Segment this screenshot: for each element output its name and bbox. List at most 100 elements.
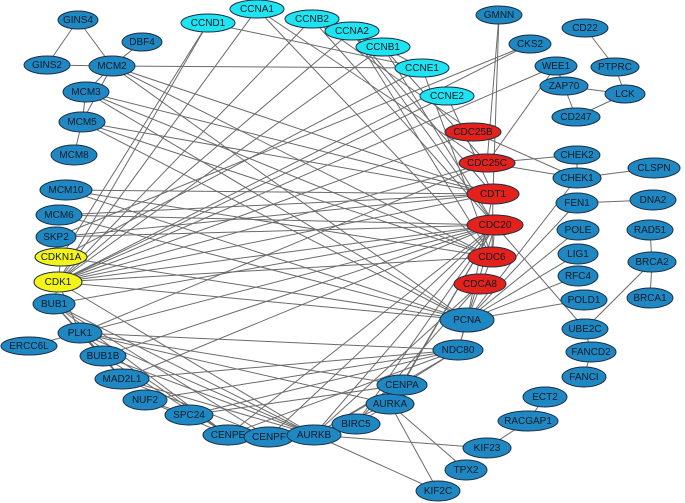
node-kif23[interactable]: KIF23	[462, 437, 512, 459]
node-fancd2[interactable]: FANCD2	[565, 341, 617, 363]
node-rad51[interactable]: RAD51	[626, 219, 674, 241]
node-label: ZAP70	[549, 81, 580, 92]
node-cdc25c[interactable]: CDC25C	[458, 153, 516, 173]
node-cdkn1a[interactable]: CDKN1A	[34, 247, 88, 267]
node-nuf2[interactable]: NUF2	[122, 389, 168, 411]
node-pcna[interactable]: PCNA	[439, 307, 495, 333]
node-birc5[interactable]: BIRC5	[331, 413, 381, 435]
node-cenpa[interactable]: CENPA	[376, 374, 428, 396]
node-label: FANCD2	[571, 347, 611, 358]
node-cks2[interactable]: CKS2	[508, 34, 552, 54]
node-cd247[interactable]: CD247	[551, 107, 601, 127]
edge-plk1-cdc20	[79, 224, 496, 334]
node-cdc20[interactable]: CDC20	[466, 214, 524, 236]
edge-plk1-ndc80	[79, 332, 459, 351]
edge-cdk1-ccne2	[57, 95, 448, 283]
node-lck[interactable]: LCK	[604, 84, 646, 104]
node-mcm5[interactable]: MCM5	[58, 111, 106, 133]
node-chek1[interactable]: CHEK1	[552, 167, 602, 189]
node-ellipse	[453, 273, 507, 295]
node-plk1[interactable]: PLK1	[57, 322, 103, 344]
node-cdca8[interactable]: CDCA8	[453, 273, 507, 295]
node-label: AURKB	[297, 430, 332, 441]
edge-cdkn1a-ccne1	[60, 67, 423, 258]
node-ube2c[interactable]: UBE2C	[561, 318, 609, 340]
node-ellipse	[0, 336, 58, 356]
node-pold1[interactable]: POLD1	[560, 289, 608, 311]
node-mcm6[interactable]: MCM6	[35, 204, 83, 226]
node-label: GMNN	[484, 10, 515, 21]
node-chek2[interactable]: CHEK2	[553, 145, 601, 165]
node-ccne1[interactable]: CCNE1	[394, 58, 450, 78]
node-label: FEN1	[564, 198, 590, 209]
node-ellipse	[286, 424, 342, 446]
node-ndc80[interactable]: NDC80	[432, 339, 484, 361]
node-ellipse	[94, 368, 150, 390]
node-label: CHEK1	[560, 173, 594, 184]
node-label: ECT2	[532, 392, 558, 403]
edge-cdk1-cdc25c	[57, 162, 488, 283]
node-aurka[interactable]: AURKA	[365, 393, 415, 415]
node-tpx2[interactable]: TPX2	[444, 459, 488, 481]
node-ellipse	[57, 322, 103, 344]
node-ptprc[interactable]: PTPRC	[590, 57, 640, 77]
node-mcm3[interactable]: MCM3	[62, 81, 110, 103]
edge-mad2l1-aurkb	[121, 378, 315, 436]
node-gins4[interactable]: GINS4	[57, 10, 99, 30]
node-skp2[interactable]: SKP2	[35, 226, 77, 248]
node-ccnb2[interactable]: CCNB2	[284, 9, 340, 29]
edge-mcm2-cdc6	[111, 65, 493, 258]
node-zap70[interactable]: ZAP70	[539, 76, 589, 96]
node-kif2c[interactable]: KIF2C	[415, 480, 461, 502]
edge-aurkb-kif2c	[313, 434, 439, 492]
node-label: TPX2	[453, 465, 478, 476]
node-ccne2[interactable]: CCNE2	[419, 86, 475, 106]
node-mcm10[interactable]: MCM10	[39, 179, 93, 201]
node-wee1[interactable]: WEE1	[534, 56, 578, 76]
node-cenpf[interactable]: CENPF	[243, 426, 295, 448]
node-label: BIRC5	[341, 419, 371, 430]
node-cdc6[interactable]: CDC6	[467, 246, 517, 268]
node-label: MAD2L1	[103, 374, 142, 385]
node-lig1[interactable]: LIG1	[557, 243, 599, 265]
node-cd22[interactable]: CD22	[561, 18, 609, 38]
node-ellipse	[79, 345, 127, 367]
node-mcm2[interactable]: MCM2	[88, 55, 136, 77]
node-brca2[interactable]: BRCA2	[627, 251, 677, 273]
node-bub1[interactable]: BUB1	[32, 293, 76, 315]
node-bub1b[interactable]: BUB1B	[79, 345, 127, 367]
node-rfc4[interactable]: RFC4	[557, 265, 599, 287]
node-racgap1[interactable]: RACGAP1	[497, 410, 559, 432]
node-label: RACGAP1	[504, 416, 552, 427]
node-brca1[interactable]: BRCA1	[626, 287, 674, 309]
node-ccna2[interactable]: CCNA2	[324, 21, 380, 41]
node-pole[interactable]: POLE	[556, 219, 600, 241]
node-dna2[interactable]: DNA2	[629, 189, 677, 211]
node-ect2[interactable]: ECT2	[522, 386, 568, 408]
node-ccna1[interactable]: CCNA1	[229, 0, 285, 19]
node-mcm8[interactable]: MCM8	[50, 144, 98, 166]
node-dbf4[interactable]: DBF4	[121, 32, 163, 52]
node-ellipse	[508, 34, 552, 54]
node-aurkb[interactable]: AURKB	[286, 424, 342, 446]
node-fanci[interactable]: FANCI	[561, 366, 607, 388]
node-cdt1[interactable]: CDT1	[466, 183, 520, 205]
edge-skp2-cdc20	[55, 224, 496, 238]
node-ellipse	[475, 5, 523, 25]
node-label: CENPA	[385, 380, 419, 391]
node-ercc6l[interactable]: ERCC6L	[0, 336, 58, 356]
node-mad2l1[interactable]: MAD2L1	[94, 368, 150, 390]
node-clspn[interactable]: CLSPN	[627, 157, 681, 179]
node-ellipse	[394, 58, 450, 78]
node-label: GINS2	[32, 60, 62, 71]
node-gins2[interactable]: GINS2	[23, 55, 71, 75]
node-cdk1[interactable]: CDK1	[33, 271, 83, 293]
node-ellipse	[590, 57, 640, 77]
node-gmnn[interactable]: GMNN	[475, 5, 523, 25]
node-cdc25b[interactable]: CDC25B	[444, 122, 502, 142]
node-fen1[interactable]: FEN1	[555, 192, 599, 214]
node-spc24[interactable]: SPC24	[164, 404, 214, 426]
edge-cdk1-ccna1	[57, 8, 258, 283]
node-ccnd1[interactable]: CCND1	[180, 13, 236, 33]
node-ccnb1[interactable]: CCNB1	[355, 37, 411, 57]
